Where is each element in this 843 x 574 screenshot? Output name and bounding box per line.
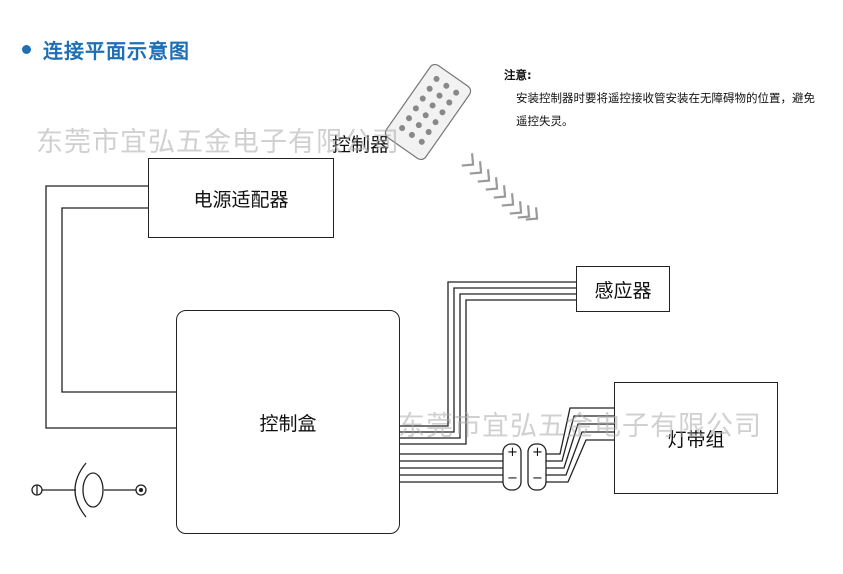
control-box: 控制盒	[176, 310, 400, 534]
bulb-symbol-icon	[31, 462, 147, 518]
sensor-wire-3	[400, 293, 576, 439]
connector-right	[527, 443, 547, 491]
strip-wire-4b	[546, 431, 614, 476]
strip-wire-1b	[546, 407, 614, 455]
connector-right-plus: +	[532, 445, 543, 460]
sensor-wire-2	[400, 287, 576, 433]
light-strip-label: 灯带组	[667, 428, 725, 451]
watermark-upper: 东莞市宜弘五金电子有限公司	[36, 127, 400, 158]
note-title: 注意:	[504, 68, 532, 82]
remote-control-icon	[384, 63, 472, 161]
strip-wire-2b	[546, 415, 614, 462]
connector-left	[502, 443, 522, 491]
power-adapter-box: 电源适配器	[148, 158, 334, 238]
remote-label: 控制器	[332, 134, 390, 156]
signal-chevrons-icon	[461, 153, 539, 221]
power-wire-inner	[61, 207, 176, 393]
strip-wire-3b	[546, 423, 614, 469]
light-strip-box: 灯带组	[614, 382, 778, 494]
sensor-label: 感应器	[594, 279, 652, 302]
sensor-wire-1	[400, 281, 576, 427]
watermark-lower: 东莞市宜弘五金电子有限公司	[398, 411, 762, 442]
sensor-box: 感应器	[576, 266, 670, 312]
connector-left-plus: +	[507, 445, 518, 460]
control-box-label: 控制盒	[259, 412, 317, 435]
connector-right-minus: −	[532, 471, 543, 486]
connector-left-minus: −	[507, 471, 518, 486]
page-title: 连接平面示意图	[22, 34, 190, 64]
power-wire-outer	[45, 185, 176, 429]
page-title-text: 连接平面示意图	[43, 38, 190, 63]
note-body: 安装控制器时要将遥控接收管安装在无障碍物的位置，避免遥控失灵。	[516, 91, 815, 128]
power-adapter-label: 电源适配器	[193, 188, 289, 211]
sensor-wire-4	[400, 299, 576, 445]
title-bullet-icon	[22, 44, 31, 54]
strip-wire-5b	[546, 439, 614, 483]
note-block: 注意: 安装控制器时要将遥控接收管安装在无障碍物的位置，避免遥控失灵。	[504, 64, 824, 133]
